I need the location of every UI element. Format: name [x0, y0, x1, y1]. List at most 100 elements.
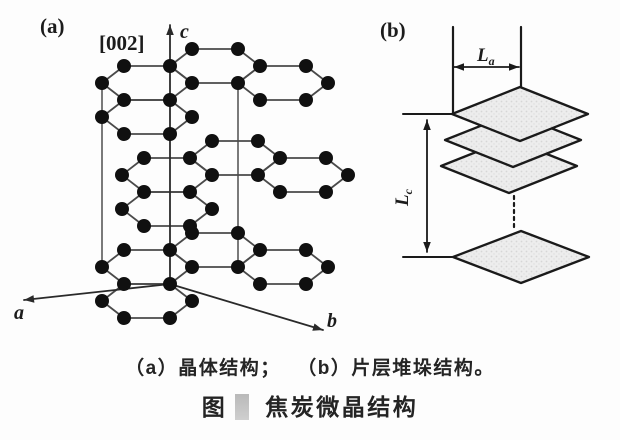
hexagon-ring [189, 140, 281, 176]
hexagon-ring [101, 65, 193, 101]
carbon-atom [299, 243, 313, 257]
hexagon-ring [237, 249, 329, 285]
carbon-atom [137, 151, 151, 165]
carbon-atom [163, 127, 177, 141]
carbon-atom [231, 76, 245, 90]
figure-prefix: 图 [201, 394, 228, 420]
la-dimension-label: La [476, 45, 495, 68]
crystal-structure-panel: (a) [002] c a b [14, 14, 355, 332]
carbon-atom [163, 311, 177, 325]
hexagon-ring [169, 48, 261, 84]
hexagon-ring [121, 157, 213, 193]
a-axis-arrow-head [24, 295, 35, 303]
c-axis-arrow-head [166, 25, 174, 35]
carbon-atom [95, 294, 109, 308]
carbon-atom [319, 151, 333, 165]
lc-extent-arrow-head [423, 120, 431, 130]
carbon-atom [115, 202, 129, 216]
carbon-atom [321, 260, 335, 274]
hexagon-ring [101, 99, 193, 135]
layer-stacking-panel: (b) La Lc [380, 18, 591, 285]
hexagon-ring [237, 65, 329, 101]
carbon-atom [185, 42, 199, 56]
carbon-atom [183, 185, 197, 199]
carbon-atom [251, 134, 265, 148]
a-axis-label: a [14, 302, 24, 324]
carbon-atom [231, 42, 245, 56]
carbon-atom [319, 185, 333, 199]
carbon-atom [185, 226, 199, 240]
figure-number-redacted [235, 394, 250, 420]
b-axis-arrow [169, 283, 324, 331]
la-subscript: a [489, 54, 495, 68]
carbon-atom [163, 59, 177, 73]
carbon-atom [185, 294, 199, 308]
carbon-atom [251, 168, 265, 182]
carbon-atom [205, 168, 219, 182]
b-axis-label: b [327, 310, 337, 332]
panel-a-label: (a) [40, 14, 65, 38]
hexagon-ring [169, 232, 261, 268]
carbon-bonds [101, 48, 349, 319]
direction-002-label: [002] [99, 31, 145, 55]
carbon-atom [163, 93, 177, 107]
carbon-atom [299, 277, 313, 291]
stacking-guides [402, 25, 523, 258]
carbon-atom [273, 185, 287, 199]
subcaption-a: （a）晶体结构； [125, 358, 281, 379]
lc-dimension-label: Lc [392, 188, 415, 207]
dimension-arrows [423, 63, 520, 253]
carbon-atom [163, 243, 177, 257]
carbon-atom [117, 59, 131, 73]
hexagon-ring [121, 191, 213, 227]
carbon-atom [341, 168, 355, 182]
carbon-atom [137, 185, 151, 199]
carbon-atom [115, 168, 129, 182]
lc-symbol: L [392, 194, 413, 207]
figure-title-text: 焦炭微晶结构 [265, 394, 419, 420]
graphene-layers [439, 85, 591, 285]
carbon-atoms [95, 42, 355, 325]
carbon-atom [231, 260, 245, 274]
lc-subscript: c [401, 188, 415, 194]
carbon-atom [299, 59, 313, 73]
carbon-atom [95, 76, 109, 90]
subcaption-b: （b）片层堆垛结构。 [306, 358, 495, 379]
carbon-atom [185, 110, 199, 124]
subcaption-line: （a）晶体结构； （b）片层堆垛结构。 [0, 353, 620, 380]
la-extent-arrow-head [509, 63, 519, 71]
carbon-atom [253, 59, 267, 73]
carbon-atom [231, 226, 245, 240]
carbon-atom [183, 151, 197, 165]
c-axis-label: c [180, 21, 189, 43]
graphene-layer-diamond [451, 229, 591, 285]
hexagon-ring [257, 157, 349, 193]
panel-b-label: (b) [380, 18, 406, 42]
carbon-atom [185, 260, 199, 274]
carbon-atom [117, 311, 131, 325]
carbon-atom [95, 260, 109, 274]
carbon-atom [321, 76, 335, 90]
carbon-atom [117, 127, 131, 141]
carbon-atom [299, 93, 313, 107]
carbon-atom [163, 277, 177, 291]
la-symbol: L [476, 45, 489, 66]
figure-title-line: 图 焦炭微晶结构 [0, 388, 620, 422]
carbon-atom [185, 76, 199, 90]
a-axis-arrow [23, 283, 171, 301]
lc-extent-arrow-head [423, 242, 431, 252]
carbon-atom [117, 277, 131, 291]
carbon-atom [205, 202, 219, 216]
carbon-atom [117, 243, 131, 257]
graphene-layer-diamond [450, 85, 590, 143]
hexagon-ring [101, 249, 193, 285]
carbon-atom [117, 93, 131, 107]
coke-microcrystal-figure: (a) [002] c a b (b) La Lc [14, 14, 591, 332]
carbon-atom [253, 277, 267, 291]
carbon-atom [253, 243, 267, 257]
carbon-atom [205, 134, 219, 148]
carbon-atom [253, 93, 267, 107]
carbon-atom [95, 110, 109, 124]
la-extent-arrow-head [454, 63, 464, 71]
